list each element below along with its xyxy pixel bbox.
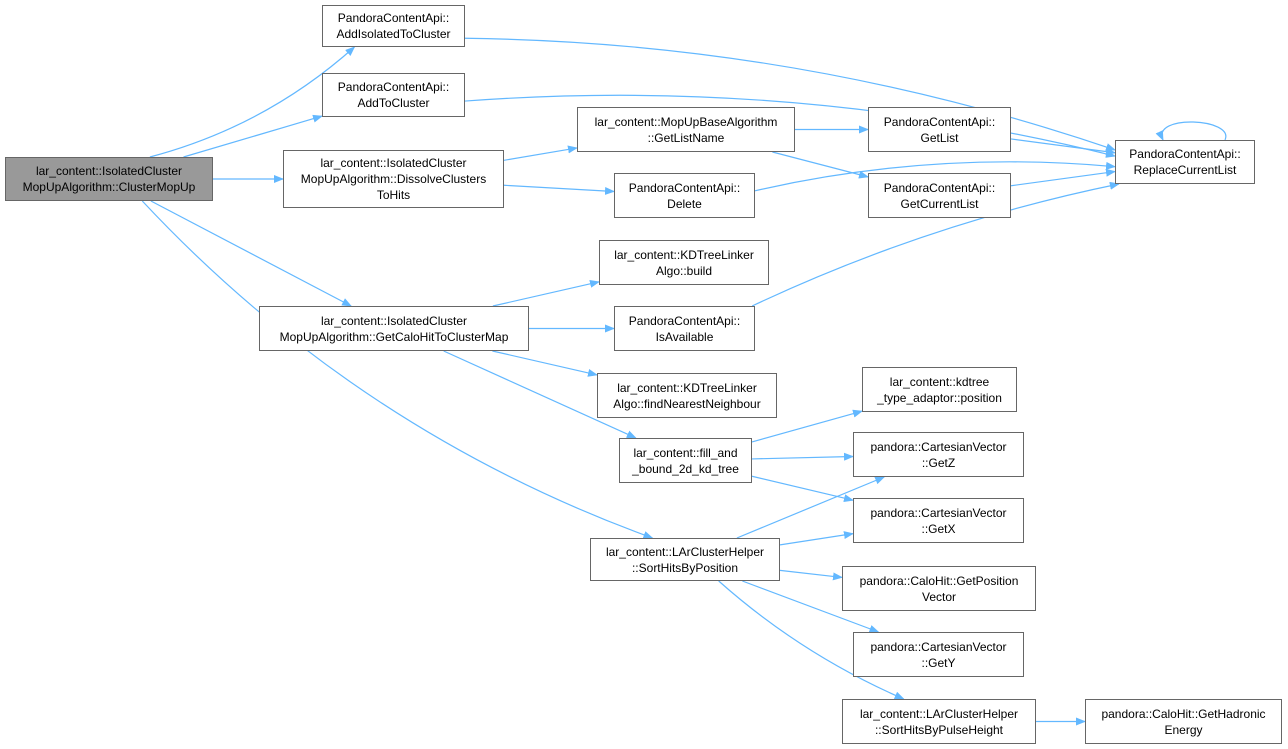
node-gz[interactable]: pandora::CartesianVector::GetZ [853,432,1024,477]
edge-shbp-to-shph [718,580,905,700]
node-label-line: PandoraContentApi:: [337,11,450,25]
node-label-line: pandora::CartesianVector [870,505,1007,520]
edge-cmu-to-atc [183,114,323,158]
edge-gchm-to-kdb [492,279,600,307]
node-label-line: pandora::CaloHit::GetPosition [859,573,1019,588]
edge-dcth-to-mbln [503,145,578,161]
node-label-line: PandoraContentApi:: [628,313,741,328]
edge-gl-to-rcl [1010,138,1116,156]
edge-isav-to-rcl [751,181,1120,307]
edge-atc-to-rcl [464,94,1116,158]
node-label-line: pandora::CartesianVector [870,639,1007,654]
edge-aitc-to-rcl [464,37,1116,151]
node-fab[interactable]: lar_content::fill_and_bound_2d_kd_tree [619,438,752,483]
node-gy[interactable]: pandora::CartesianVector::GetY [853,632,1024,677]
edge-gcl-to-rcl [1010,168,1116,187]
node-label-line: PandoraContentApi:: [337,80,450,94]
node-label-line: lar_content::KDTreeLinker [617,380,757,395]
node-del[interactable]: PandoraContentApi::Delete [614,173,755,218]
node-label-line: Vector [921,589,957,604]
edge-shbp-to-gpv [779,569,843,581]
node-label-line: lar_content::IsolatedCluster [320,313,468,328]
node-aitc[interactable]: PandoraContentApi::AddIsolatedToCluster [322,5,465,47]
node-label-line: pandora::CaloHit::GetHadronic [1101,706,1266,721]
edge-fab-to-kpos [751,409,863,443]
node-label-line: AddIsolatedToCluster [336,27,451,41]
node-label-line: lar_content::IsolatedCluster [320,156,467,170]
node-label-line: MopUpAlgorithm::GetCaloHitToClusterMap [279,329,509,344]
node-label-line: PandoraContentApi:: [883,114,996,129]
node-gcl[interactable]: PandoraContentApi::GetCurrentList [868,173,1011,218]
edge-gchm-to-fab [443,350,637,439]
node-label-line: ::SortHitsByPosition [631,560,739,575]
edge-cmu-to-aitc [149,46,356,158]
node-label-line: _type_adaptor::position [877,390,1002,405]
edge-cmu-to-shbp [141,200,654,539]
node-gx[interactable]: pandora::CartesianVector::GetX [853,498,1024,543]
node-label-line: MopUpAlgorithm::ClusterMopUp [22,180,196,194]
node-label-line: ::GetX [921,521,956,536]
edge-gchm-to-fnn [492,350,598,377]
edge-cmu-to-gchm [150,200,352,307]
node-label-line: ToHits [376,188,411,202]
node-label-line: lar_content::IsolatedCluster [35,164,183,178]
node-label-line: IsAvailable [655,329,714,344]
node-label-line: ::GetListName [647,130,725,145]
node-label-line: ReplaceCurrentList [1133,163,1237,177]
edge-del-to-rcl [754,161,1116,192]
node-label-line: GetList [920,130,959,145]
node-label-line: PandoraContentApi:: [1129,147,1241,161]
node-label-line: lar_content::KDTreeLinker [614,247,754,262]
node-shph[interactable]: lar_content::LArClusterHelper::SortHitsB… [842,699,1036,744]
node-label-line: _bound_2d_kd_tree [632,461,739,476]
node-label-line: lar_content::fill_and [633,445,738,460]
node-isav[interactable]: PandoraContentApi::IsAvailable [614,306,755,351]
node-label-line: lar_content::LArClusterHelper [859,706,1019,721]
node-label-line: GetCurrentList [900,196,979,211]
node-shbp[interactable]: lar_content::LArClusterHelper::SortHitsB… [590,538,780,581]
node-label-line: Delete [667,196,702,211]
node-gl[interactable]: PandoraContentApi::GetList [868,107,1011,152]
edge-fab-to-gx [751,475,854,503]
node-label-line: Energy [1164,722,1203,737]
node-label-line: ::GetZ [921,455,956,470]
edge-rcl-to-rcl [1155,121,1227,141]
node-rcl[interactable]: PandoraContentApi::ReplaceCurrentList [1115,140,1255,184]
node-label-line: ::GetY [921,655,956,670]
edge-mbln-to-gcl [772,151,869,179]
node-label-line: pandora::CartesianVector [870,439,1007,454]
node-kpos[interactable]: lar_content::kdtree_type_adaptor::positi… [862,367,1017,412]
edge-fab-to-gz [751,452,854,461]
node-label-line: Algo::build [655,263,713,278]
node-atc[interactable]: PandoraContentApi::AddToCluster [322,73,465,117]
node-label-line: MopUpAlgorithm::DissolveClusters [300,172,487,186]
edge-shbp-to-gy [742,580,880,633]
edge-shbp-to-gz [736,476,886,539]
edge-shbp-to-gx [779,531,854,546]
node-label-line: AddToCluster [357,96,430,110]
node-label-line: lar_content::LArClusterHelper [605,544,765,559]
node-label-line: lar_content::kdtree [889,374,990,389]
node-label-line: PandoraContentApi:: [628,180,741,195]
edge-dcth-to-del [503,184,615,195]
node-label-line: PandoraContentApi:: [883,180,996,195]
node-label-line: ::SortHitsByPulseHeight [874,722,1004,737]
node-label-line: Algo::findNearestNeighbour [613,396,761,411]
node-label-line: lar_content::MopUpBaseAlgorithm [594,114,778,129]
node-mbln[interactable]: lar_content::MopUpBaseAlgorithm::GetList… [577,107,795,152]
